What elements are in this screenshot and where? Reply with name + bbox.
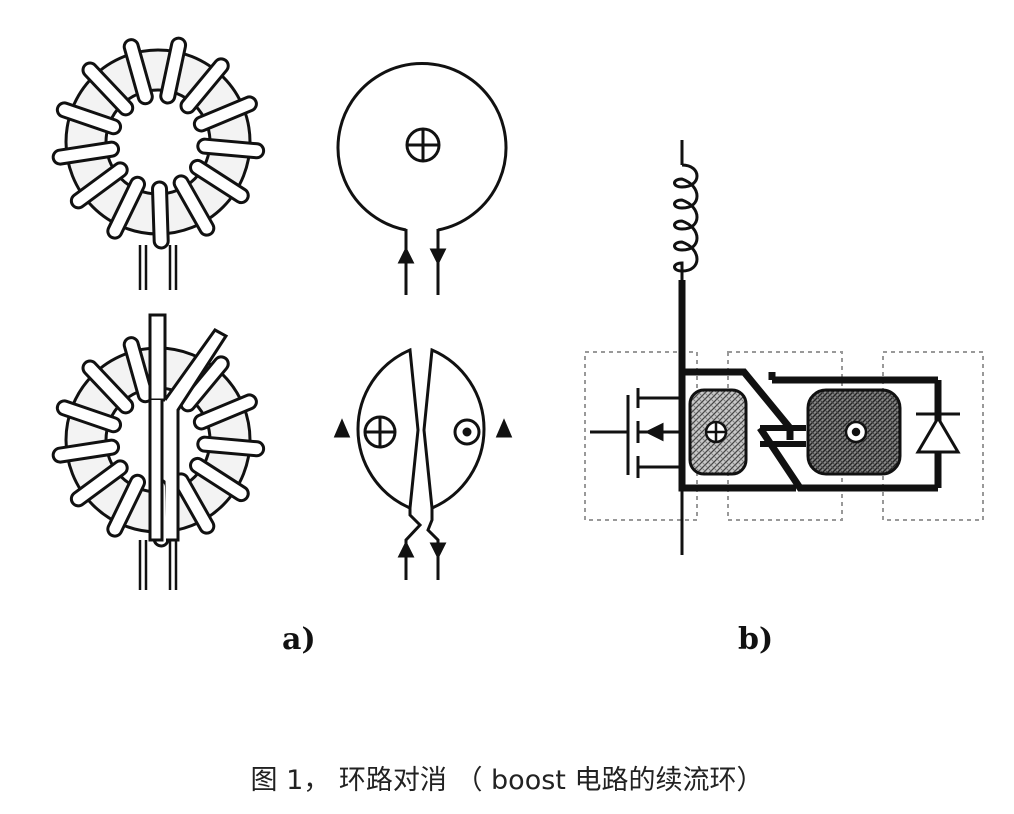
winding-turn	[179, 57, 230, 115]
winding-turn	[51, 438, 121, 464]
label-b: b)	[738, 622, 774, 657]
toroid-bottom	[51, 313, 266, 590]
current-loop-bottom	[333, 347, 513, 580]
winding-turn	[122, 336, 154, 404]
mosfet-switch	[590, 388, 684, 555]
inductor-coil	[673, 140, 699, 280]
winding-turn	[106, 175, 147, 240]
winding-turn	[81, 359, 135, 415]
winding-turn	[51, 140, 121, 166]
loop-area-right	[806, 388, 902, 476]
winding-turn	[69, 459, 129, 508]
winding-turn	[192, 95, 258, 133]
cross-in-circle-icon	[405, 127, 441, 163]
winding-turn	[69, 161, 129, 210]
figure-caption: 图 1， 环路对消 （ boost 电路的续流环）	[250, 765, 764, 796]
winding-turn	[81, 61, 135, 117]
winding-turn	[122, 38, 154, 106]
winding-turn	[172, 174, 216, 237]
winding-turn	[55, 101, 123, 136]
winding-turn	[196, 137, 266, 160]
winding-turn	[196, 435, 266, 458]
winding-turn	[151, 180, 170, 250]
cross-in-circle-icon	[704, 420, 728, 444]
winding-turn	[189, 456, 250, 503]
winding-turn	[189, 158, 250, 205]
capacitor	[760, 425, 806, 447]
winding-turn	[192, 393, 258, 431]
loop-area-left	[688, 388, 748, 476]
boost-circuit	[584, 140, 984, 555]
winding-turn	[106, 473, 147, 538]
current-loop-top	[336, 62, 508, 295]
diode	[915, 380, 961, 488]
winding-turn	[55, 399, 123, 434]
dot-in-circle-icon	[453, 418, 481, 446]
winding-turn	[159, 36, 188, 105]
dot-in-circle-icon	[844, 420, 868, 444]
label-a: a)	[282, 622, 316, 657]
cross-in-circle-icon	[363, 415, 397, 449]
toroid-top	[51, 36, 266, 290]
